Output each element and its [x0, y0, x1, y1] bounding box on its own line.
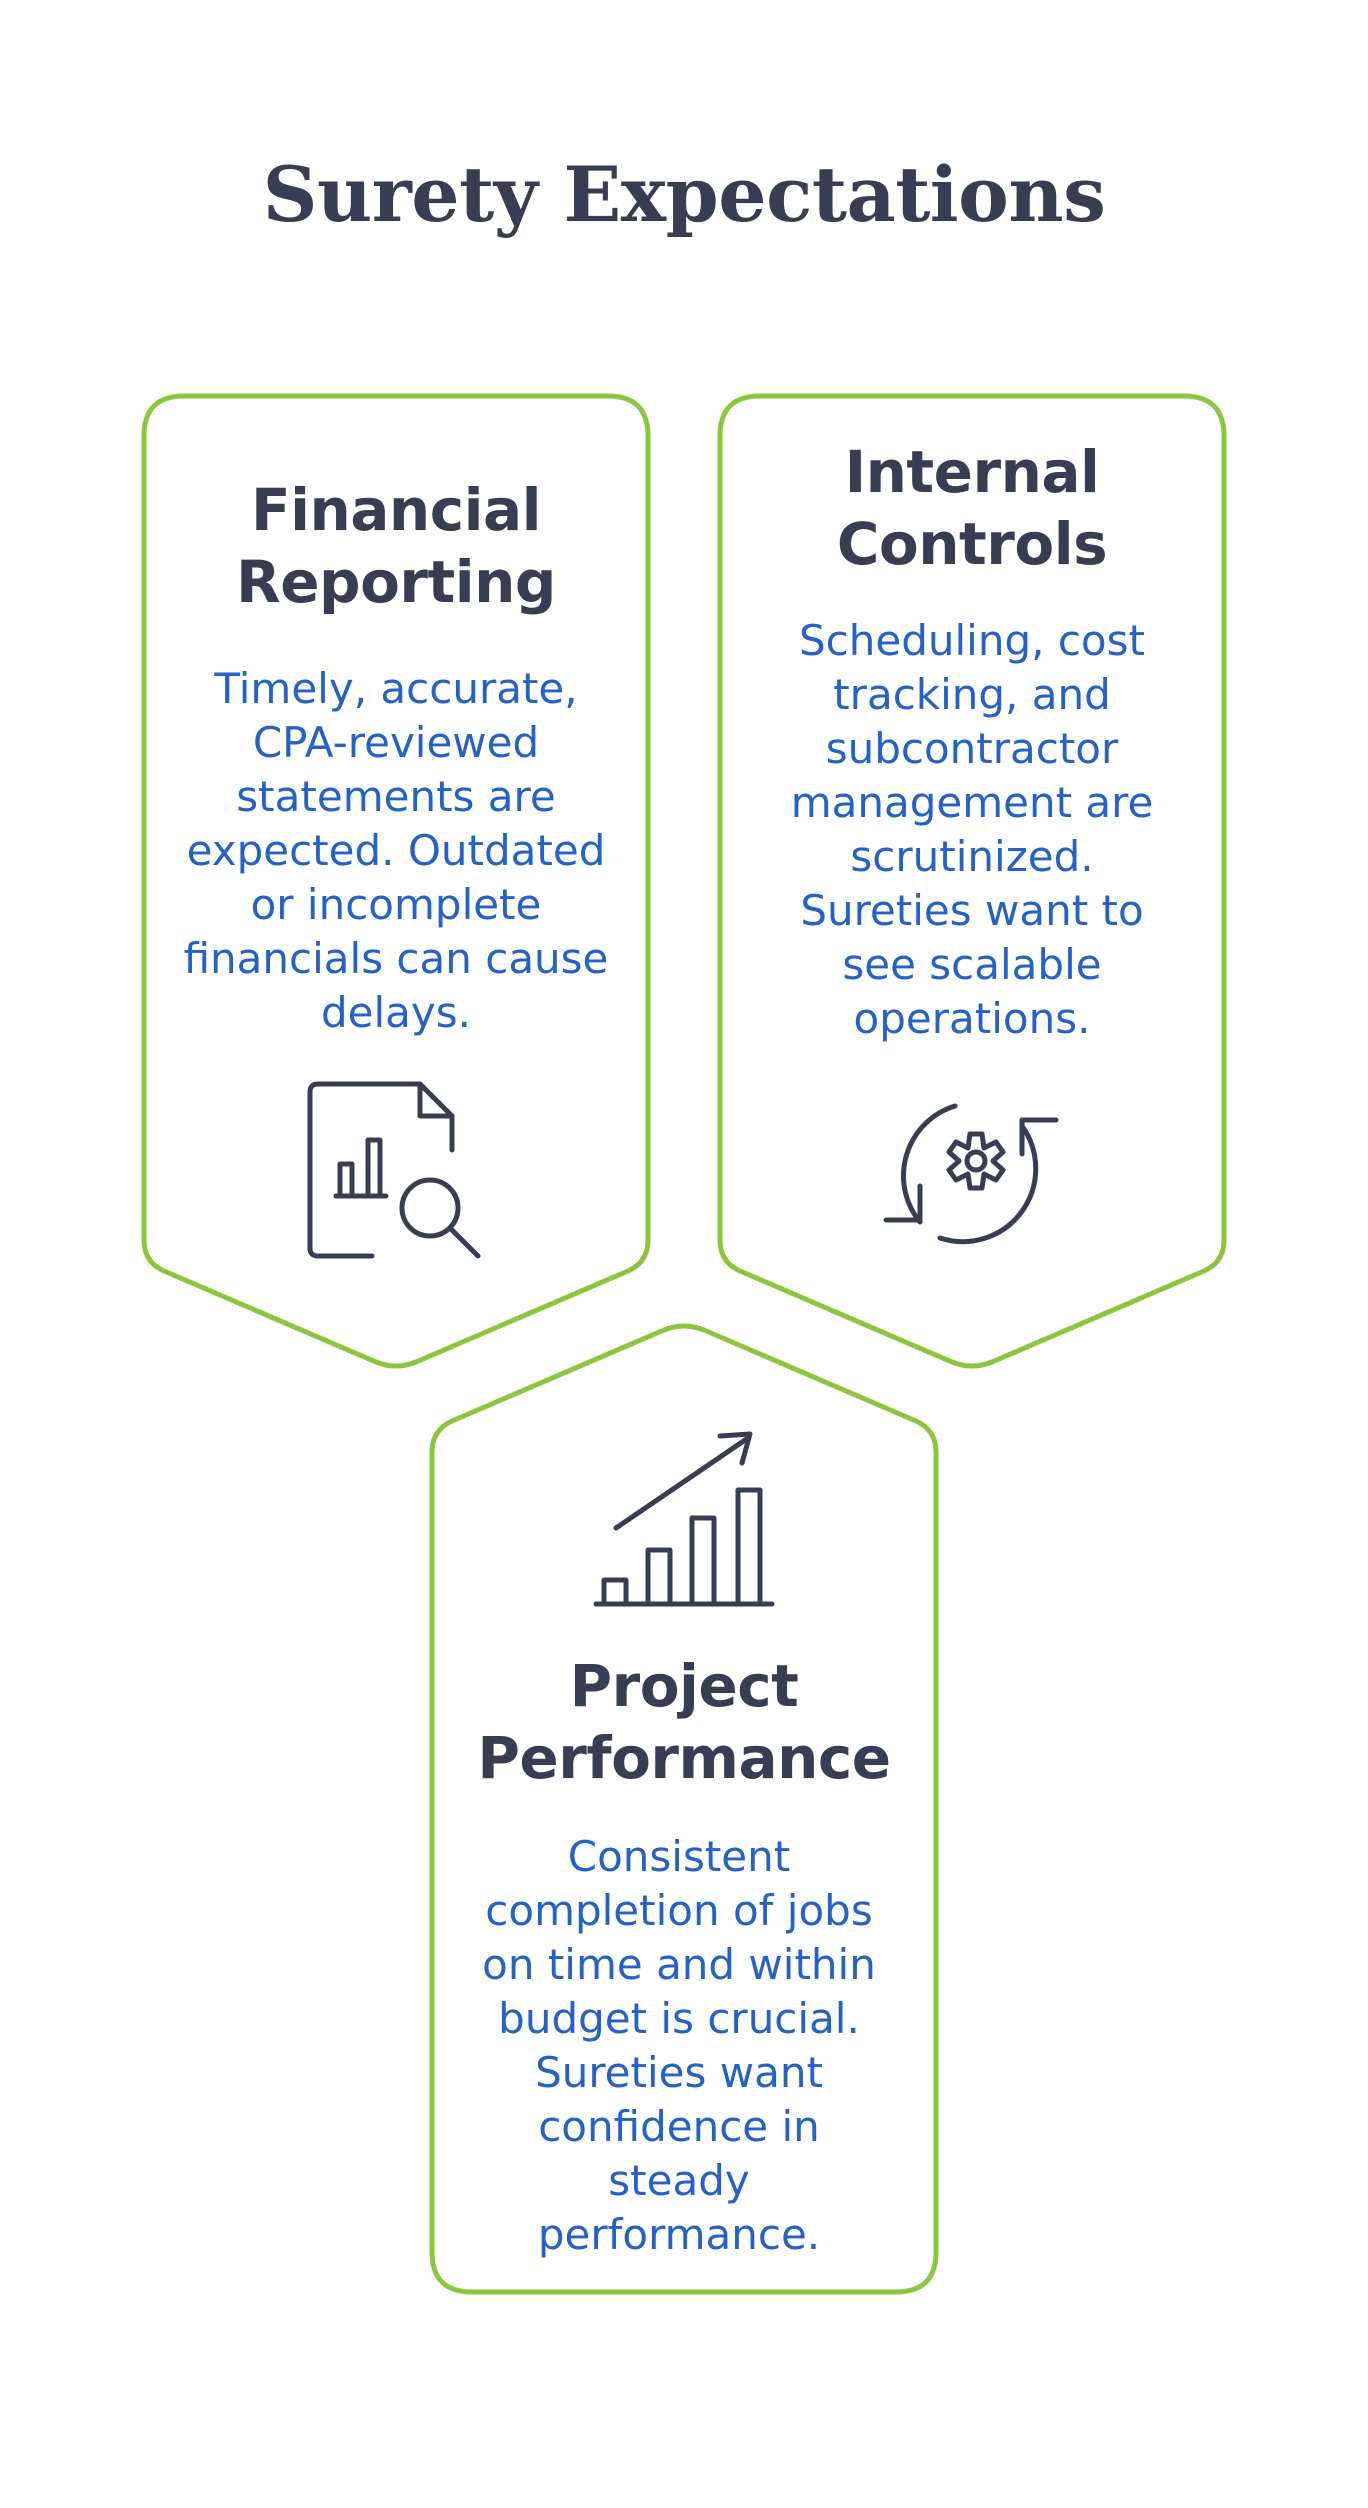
- gear-cycle-icon: [883, 1103, 1059, 1245]
- financial-reporting-description: Timely, accurate, CPA-reviewed statement…: [183, 664, 609, 1037]
- financial-reporting-title: Financial Reporting: [236, 476, 556, 616]
- project-performance-card: [429, 1323, 939, 2295]
- project-performance-title: Project Performance: [477, 1652, 891, 1792]
- project-performance-description: Consistent completion of jobs on time an…: [482, 1832, 876, 2259]
- growth-chart-arrow-icon: [593, 1431, 775, 1607]
- document-chart-magnifier-icon: [307, 1081, 481, 1259]
- internal-controls-title: Internal Controls: [836, 438, 1108, 578]
- internal-controls-card: [717, 393, 1227, 1369]
- financial-reporting-card: [141, 393, 651, 1369]
- internal-controls-description: Scheduling, cost tracking, and subcontra…: [790, 616, 1154, 1043]
- page-title: Surety Expectations: [262, 150, 1106, 239]
